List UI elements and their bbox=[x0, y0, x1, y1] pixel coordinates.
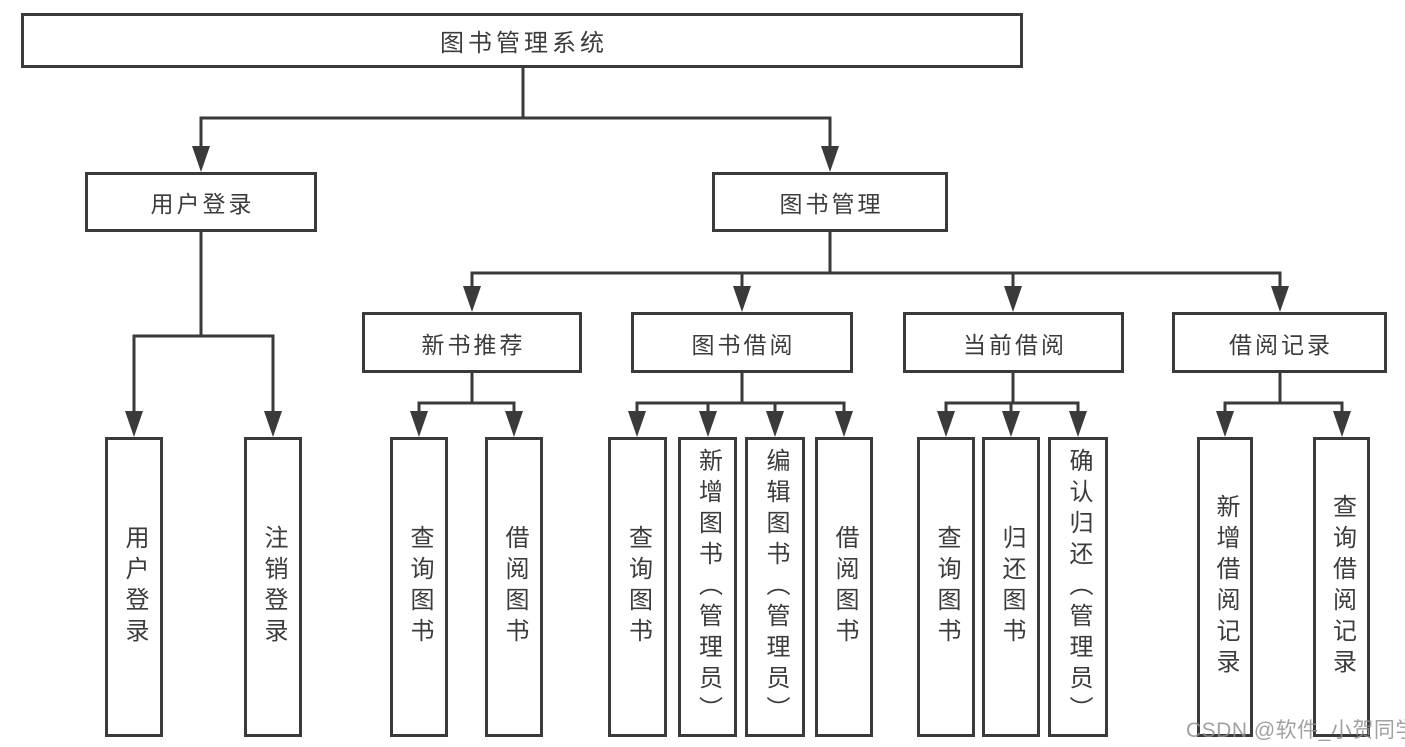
leaf-query-books-2: 查询图书 bbox=[608, 437, 667, 737]
leaf-query-books-2-label: 查询图书 bbox=[624, 525, 652, 649]
leaf-confirm-return-admin-label: 确认归还（管理员） bbox=[1065, 447, 1092, 727]
leaf-user-login: 用户登录 bbox=[105, 437, 163, 737]
node-user-login: 用户登录 bbox=[85, 172, 317, 232]
node-book-borrowing-label: 图书借阅 bbox=[691, 331, 796, 358]
edge-new-book-to-leaves bbox=[417, 371, 516, 417]
leaf-query-books-3-label: 查询图书 bbox=[933, 525, 960, 649]
leaf-confirm-return-admin: 确认归还（管理员） bbox=[1048, 437, 1108, 737]
leaf-return-books: 归还图书 bbox=[982, 437, 1040, 737]
leaf-borrow-books-1: 借阅图书 bbox=[485, 437, 543, 737]
leaf-logout-label: 注销登录 bbox=[260, 525, 287, 649]
node-current-borrowing: 当前借阅 bbox=[903, 312, 1124, 373]
node-borrowing-records: 借阅记录 bbox=[1172, 312, 1387, 373]
arrowheads bbox=[125, 146, 1351, 437]
edge-book-borrow-to-leaves bbox=[635, 371, 846, 417]
node-borrowing-records-label: 借阅记录 bbox=[1229, 331, 1333, 358]
node-book-management-label: 图书管理 bbox=[779, 191, 884, 217]
leaf-user-login-label: 用户登录 bbox=[121, 525, 148, 649]
leaf-query-borrow-record: 查询借阅记录 bbox=[1313, 437, 1370, 737]
edge-book-mgmt-to-level3 bbox=[470, 230, 1282, 292]
node-book-borrowing: 图书借阅 bbox=[631, 312, 853, 373]
node-root-system: 图书管理系统 bbox=[21, 13, 1023, 68]
leaf-edit-books-admin: 编辑图书（管理员） bbox=[745, 437, 805, 737]
leaf-query-books-1: 查询图书 bbox=[390, 437, 448, 737]
node-user-login-label: 用户登录 bbox=[150, 191, 255, 217]
edge-user-login-to-leaves bbox=[132, 230, 275, 417]
node-current-borrowing-label: 当前借阅 bbox=[963, 331, 1067, 358]
node-new-book-recommend-label: 新书推荐 bbox=[421, 331, 526, 358]
leaf-return-books-label: 归还图书 bbox=[998, 525, 1025, 649]
node-new-book-recommend: 新书推荐 bbox=[362, 312, 582, 373]
leaf-edit-books-admin-label: 编辑图书（管理员） bbox=[762, 447, 789, 727]
leaf-borrow-books-2-label: 借阅图书 bbox=[831, 525, 858, 649]
leaf-add-borrow-record-label: 新增借阅记录 bbox=[1212, 494, 1239, 680]
leaf-add-books-admin-label: 新增图书（管理员） bbox=[694, 447, 722, 727]
edge-root-to-level2 bbox=[199, 66, 832, 152]
leaf-borrow-books-2: 借阅图书 bbox=[815, 437, 873, 737]
leaf-query-books-1-label: 查询图书 bbox=[406, 525, 433, 649]
node-root-label: 图书管理系统 bbox=[440, 30, 608, 57]
leaf-borrow-books-1-label: 借阅图书 bbox=[501, 525, 528, 649]
edge-current-borrow-to-leaves bbox=[944, 371, 1080, 417]
leaf-add-books-admin: 新增图书（管理员） bbox=[678, 437, 737, 737]
csdn-watermark: CSDN @软件_小贺同学 bbox=[1186, 719, 1405, 742]
leaf-query-books-3: 查询图书 bbox=[917, 437, 975, 737]
edge-borrow-record-to-leaves bbox=[1223, 371, 1344, 417]
connector-edges bbox=[132, 66, 1344, 417]
node-book-management: 图书管理 bbox=[712, 172, 948, 232]
leaf-query-borrow-record-label: 查询借阅记录 bbox=[1328, 494, 1356, 680]
leaf-logout: 注销登录 bbox=[244, 437, 302, 737]
leaf-add-borrow-record: 新增借阅记录 bbox=[1197, 437, 1253, 737]
